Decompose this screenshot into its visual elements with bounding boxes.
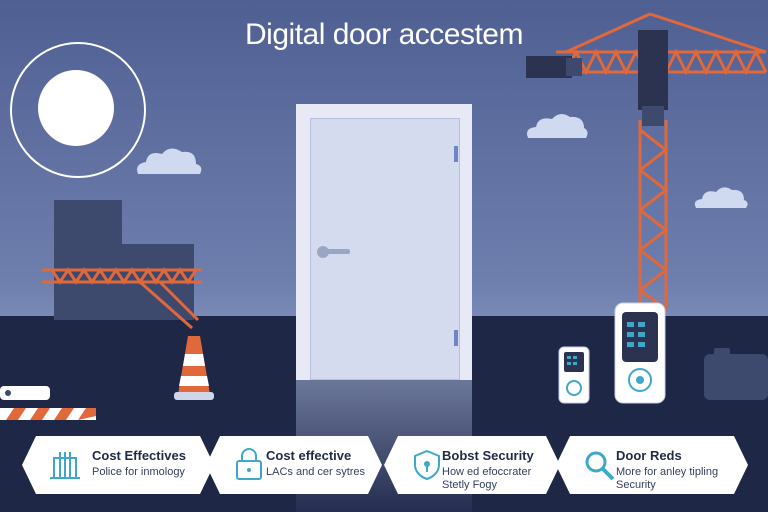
magnifier-icon <box>582 448 616 482</box>
page-title: Digital door accestem <box>245 18 523 51</box>
feature-card-cost-effectives[interactable]: Cost Effectives Police for inmology <box>22 436 214 494</box>
cloud-icon <box>137 148 202 174</box>
building-scaffold <box>42 200 202 330</box>
smart-lock-device-icon <box>614 302 666 404</box>
feature-card-cost-effective[interactable]: Cost effective LACs and cer sytres <box>206 436 382 494</box>
door-hinge <box>454 330 458 346</box>
cloud-icon <box>694 187 748 208</box>
truck-icon <box>704 348 768 400</box>
sun-ring <box>10 42 146 178</box>
card-text-line: How ed efoccrater <box>442 466 532 478</box>
feature-card-door-reds[interactable]: Door Reds More for anley tipling Securit… <box>556 436 748 494</box>
barrier <box>0 386 96 420</box>
card-text: More for anley tipling Security <box>616 466 718 492</box>
crane <box>526 12 768 312</box>
card-title: Door Reds <box>616 448 682 463</box>
card-text-line: Stetly Fogy <box>442 479 498 491</box>
door-handle-icon <box>317 246 350 258</box>
traffic-cone-icon <box>174 336 214 400</box>
card-text: How ed efoccrater Stetly Fogy <box>442 466 531 492</box>
door-hinge <box>454 146 458 162</box>
keypad-device-icon <box>558 346 590 404</box>
cloud-icon <box>527 113 588 138</box>
card-text: Police for inmology <box>92 466 185 478</box>
card-title: Cost effective <box>266 448 352 463</box>
building-icon <box>48 448 82 482</box>
sun-icon <box>38 70 114 146</box>
shield-icon <box>410 448 444 482</box>
card-text-line: More for anley tipling <box>616 466 719 478</box>
card-text-line: Security <box>616 479 656 491</box>
card-text: LACs and cer sytres <box>266 466 366 478</box>
card-title: Cost Effectives <box>92 448 186 463</box>
padlock-icon <box>232 448 266 482</box>
card-title: Bobst Security <box>442 448 534 463</box>
feature-card-bobst-security[interactable]: Bobst Security How ed efoccrater Stetly … <box>384 436 560 494</box>
